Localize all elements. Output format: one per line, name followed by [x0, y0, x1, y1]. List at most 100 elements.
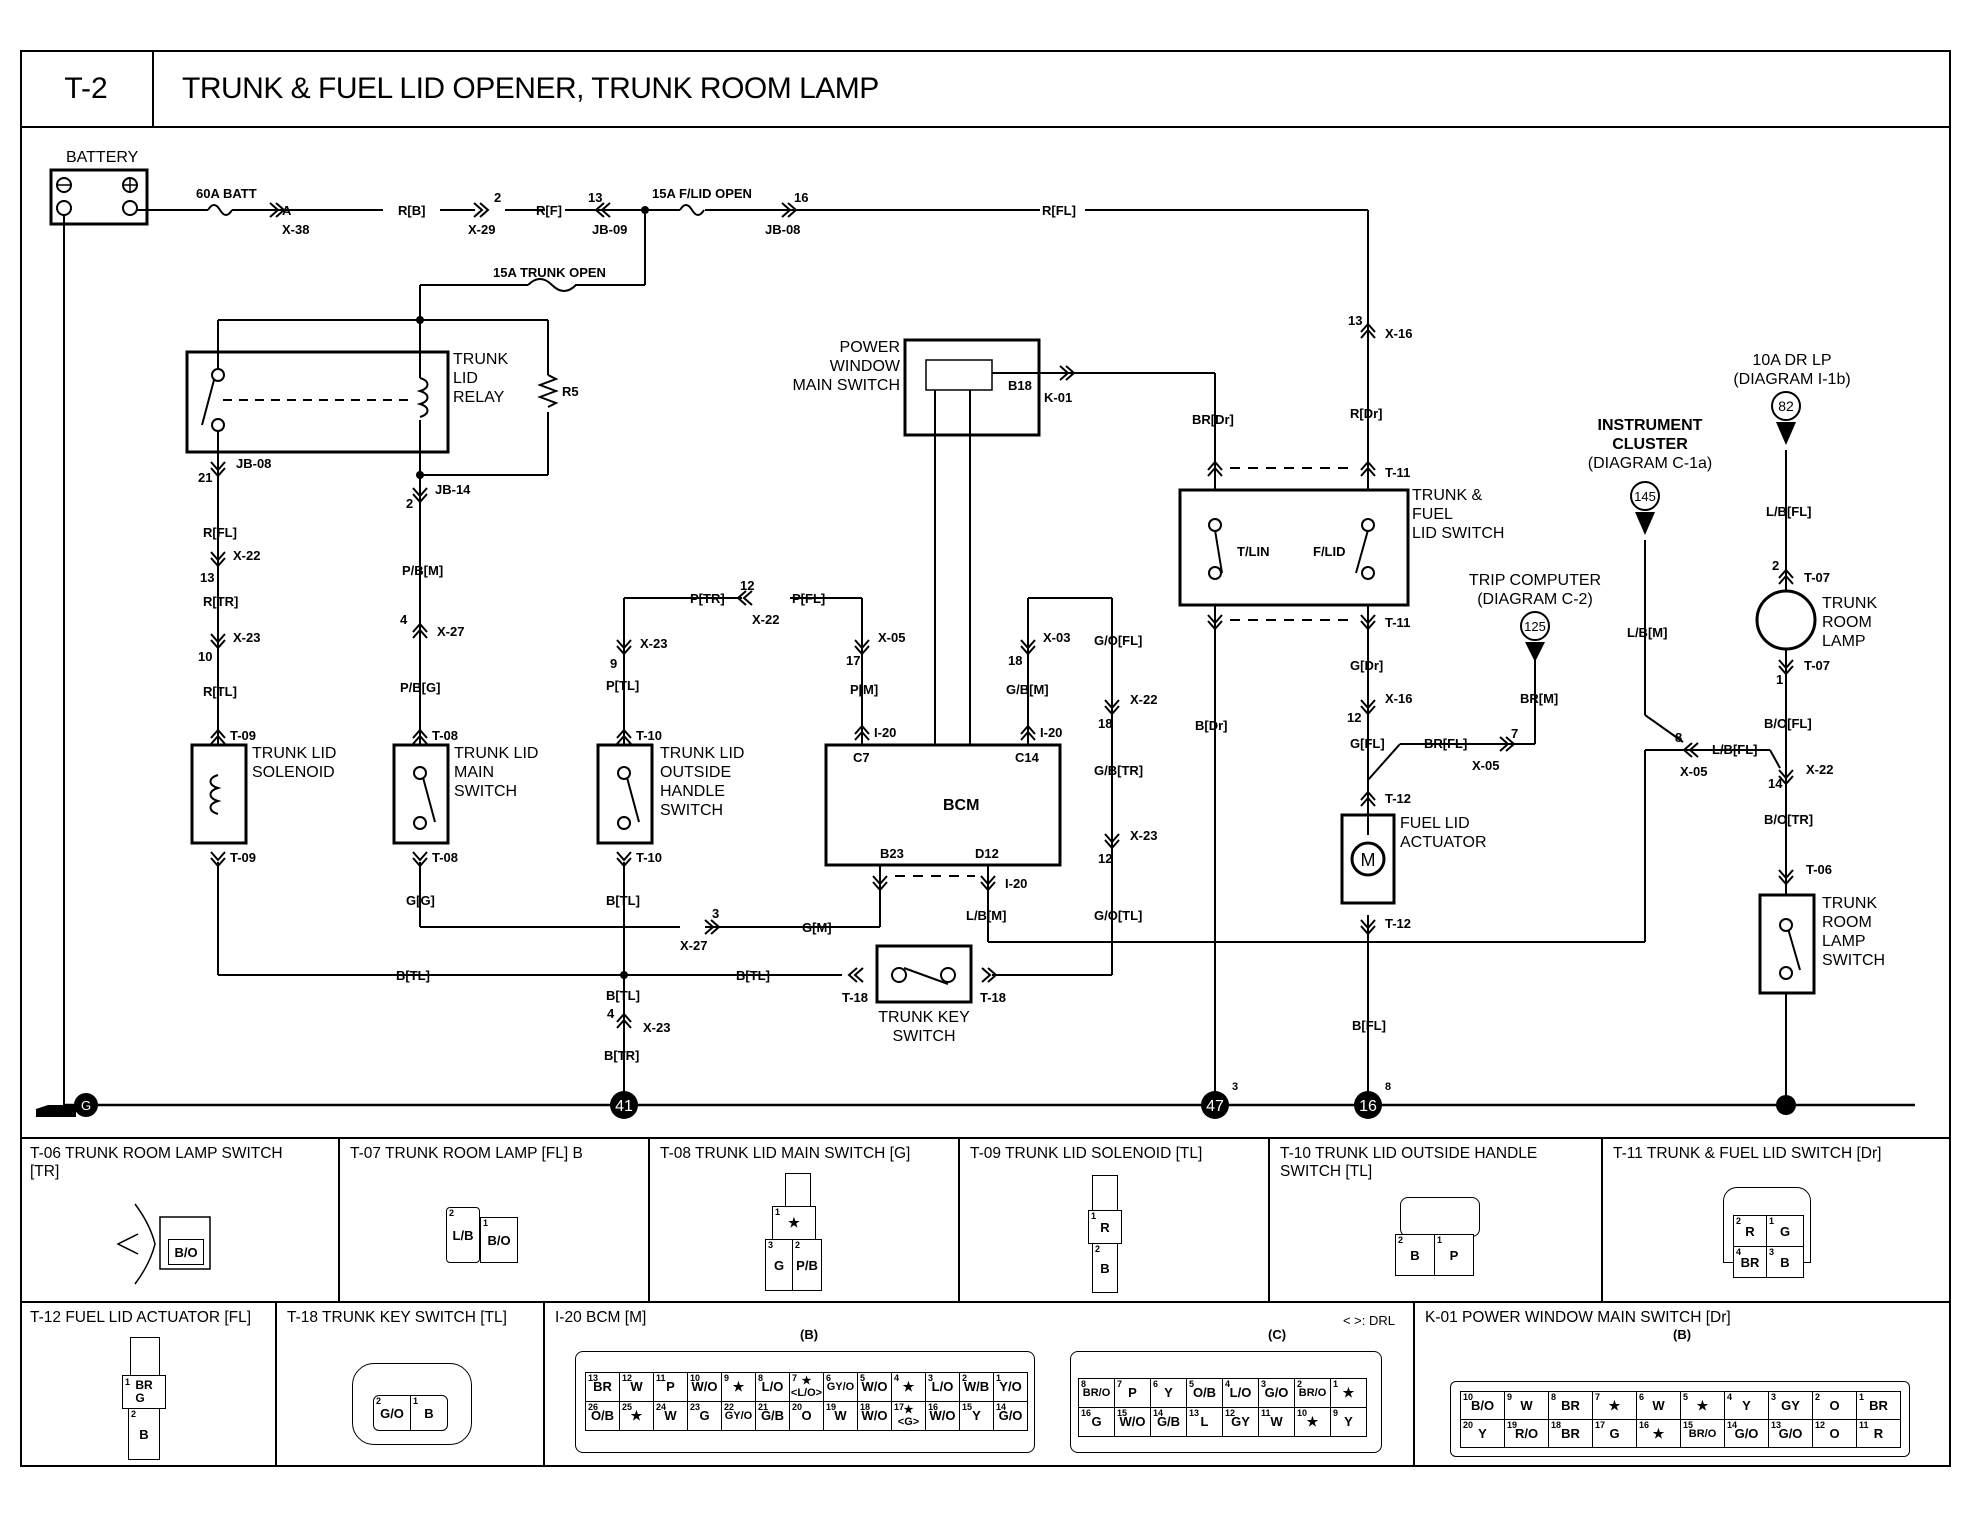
conn-k01: K-01 [1044, 390, 1072, 405]
conn-jb09-pin: 13 [588, 190, 602, 205]
fuel-lid-actuator-box [1340, 813, 1396, 905]
conn-t07-top: T-07 [1804, 570, 1830, 585]
wire-label-pbg: P/B[G] [400, 680, 440, 695]
ground-id-47: 47 [1206, 1098, 1224, 1115]
ref-drlp: 82 [1778, 398, 1794, 414]
connector-chevrons [210, 202, 1794, 1029]
conn-x29: X-29 [468, 222, 495, 237]
conn-i20-c14: I-20 [1040, 725, 1062, 740]
wire-label-botr: B/O[TR] [1764, 812, 1813, 827]
conn-x22b: X-22 [752, 612, 779, 627]
drlp-label-1: 10A DR LP [1752, 352, 1831, 369]
fuse-60a [207, 204, 233, 216]
fuse-trunk-label: 15A TRUNK OPEN [493, 265, 606, 280]
t06-pin-1: B/O [168, 1239, 204, 1265]
conn-x16a-pin: 13 [1348, 313, 1362, 328]
wire-label-brdr: BR[Dr] [1192, 412, 1234, 427]
conn-x27b: X-27 [680, 938, 707, 953]
trunk-key-switch-box [875, 944, 973, 1004]
wire-label-rb: R[B] [398, 203, 425, 218]
reference-markers [1520, 391, 1801, 662]
wire-label-ptl: P[TL] [606, 678, 639, 693]
t08-latch [785, 1173, 811, 1207]
diagram-code: T-2 [20, 50, 154, 127]
conn-jb08: JB-08 [236, 456, 271, 471]
fuse-15a-trunk [527, 278, 577, 292]
i20-c-pin-1: 1★ [1330, 1378, 1367, 1408]
fuel-actuator-label-2: ACTUATOR [1400, 834, 1487, 851]
power-window-switch-box [903, 338, 1041, 437]
wire-label-rdr: R[Dr] [1350, 406, 1383, 421]
t10-housing-top [1400, 1197, 1480, 1237]
solenoid-label-2: SOLENOID [252, 764, 335, 781]
panel-t06-title: T-06 TRUNK ROOM LAMP SWITCH [TR] [30, 1145, 283, 1180]
battery-signs [58, 179, 136, 191]
pw-pin-b18: B18 [1008, 378, 1032, 393]
trip-computer-label-1: TRIP COMPUTER [1469, 572, 1601, 589]
wire-label-rtl: R[TL] [203, 684, 237, 699]
panel-t08-title: T-08 TRUNK LID MAIN SWITCH [G] [660, 1145, 911, 1162]
i20-c-pin-10: 10★ [1294, 1407, 1331, 1437]
wire-label-btl-2: B[TL] [396, 968, 430, 983]
conn-t07-pin-top: 2 [1772, 558, 1779, 573]
bcm-pin-d12: D12 [975, 846, 999, 861]
ref-cluster: 145 [1634, 489, 1656, 504]
conn-x27b-pin: 3 [712, 906, 719, 921]
trunk-room-lamp-bulb [1755, 589, 1817, 651]
conn-x22a-pin: 13 [200, 570, 214, 585]
trip-computer-label-2: (DIAGRAM C-2) [1477, 591, 1593, 608]
conn-x16b: X-16 [1385, 691, 1412, 706]
panel-t10: T-10 TRUNK LID OUTSIDE HANDLE SWITCH [TL… [1270, 1139, 1603, 1303]
panel-t07-title: T-07 TRUNK ROOM LAMP [FL] B [350, 1145, 583, 1162]
panel-k01-title: K-01 POWER WINDOW MAIN SWITCH [Dr] [1425, 1309, 1731, 1326]
wire-label-rfl: R[FL] [203, 525, 237, 540]
pw-switch-label-1: POWER [840, 339, 900, 356]
lamp-switch-label-2: ROOM [1822, 914, 1872, 931]
relay-label-2: LID [453, 370, 478, 387]
conn-x05c-pin: 8 [1675, 730, 1682, 745]
bcm-label: BCM [943, 797, 979, 814]
lamp-label-1: TRUNK [1822, 595, 1877, 612]
diagram-frame [20, 50, 1951, 1467]
wire-label-lbfl: L/B[FL] [1766, 504, 1811, 519]
wire-label-lbm-2: L/B[M] [1627, 625, 1667, 640]
solenoid-label-1: TRUNK LID [252, 745, 336, 762]
conn-x23b-pin: 4 [607, 1006, 615, 1021]
lamp-switch-label-4: SWITCH [1822, 952, 1885, 969]
panel-divider-top [20, 1137, 1951, 1139]
main-switch-label-1: TRUNK LID [454, 745, 538, 762]
conn-t12-bot: T-12 [1385, 916, 1411, 931]
pw-switch-label-2: WINDOW [830, 358, 901, 375]
k01-pin-16: 16★ [1636, 1419, 1681, 1448]
wire-label-btl-3: B[TL] [606, 988, 640, 1003]
conn-t12-top: T-12 [1385, 791, 1411, 806]
fuel-actuator-label-1: FUEL LID [1400, 815, 1470, 832]
i20-b-pin-25: 25★ [619, 1401, 654, 1431]
conn-x22d: X-22 [1806, 762, 1833, 777]
main-switch-label-2: MAIN [454, 764, 494, 781]
panel-t12-title: T-12 FUEL LID ACTUATOR [FL] [30, 1309, 252, 1326]
trunk-fuel-lid-switch-box [1178, 488, 1410, 607]
trunk-lid-outside-switch-box [596, 743, 654, 845]
panel-t11-title: T-11 TRUNK & FUEL LID SWITCH [Dr] [1613, 1145, 1882, 1162]
ground-id-g: G [81, 1098, 91, 1113]
conn-jb08-top: JB-08 [765, 222, 800, 237]
